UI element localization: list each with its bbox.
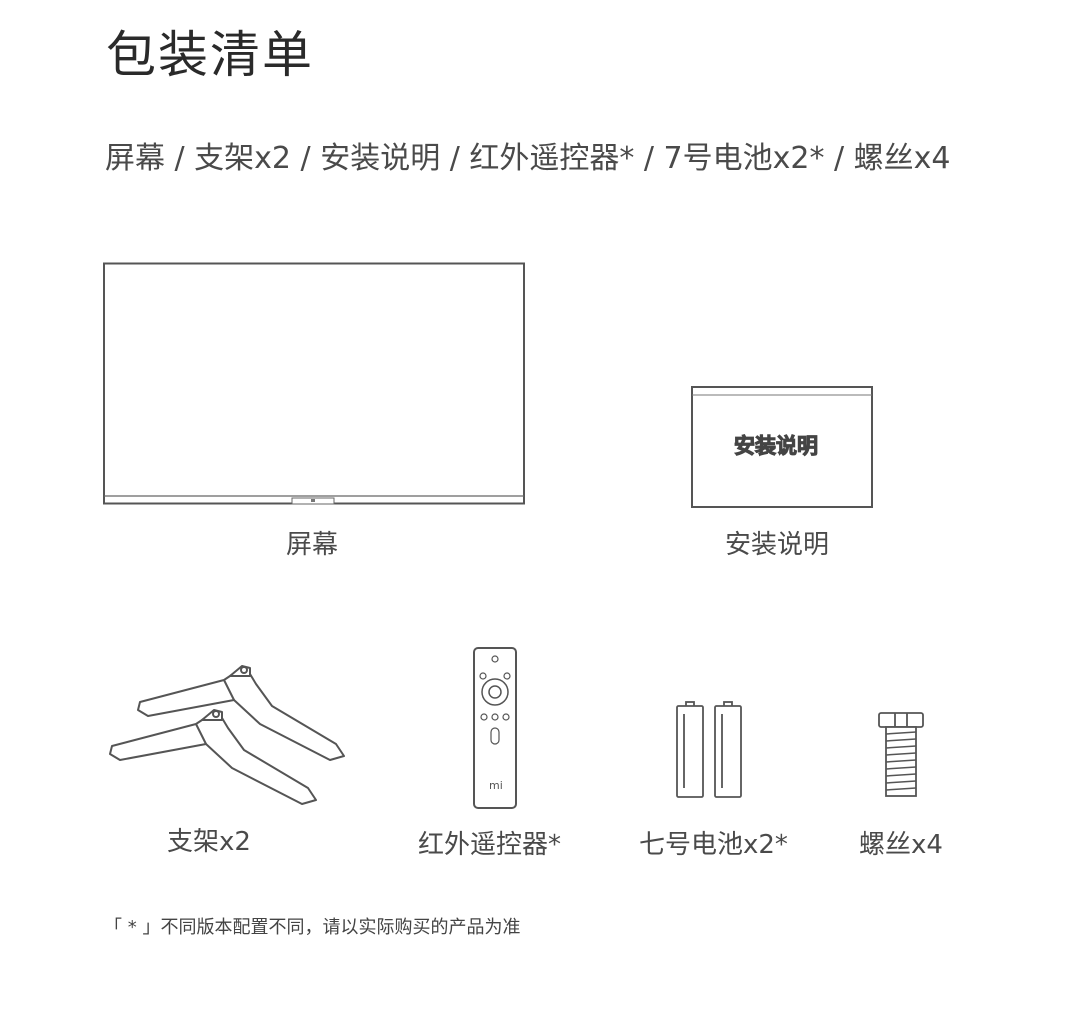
package-summary: 屏幕 / 支架x2 / 安装说明 / 红外遥控器* / 7号电池x2* / 螺丝… xyxy=(105,141,951,176)
remote-label: 红外遥控器* xyxy=(418,830,562,860)
tv-screen-icon xyxy=(103,262,525,505)
remote-logo: mi xyxy=(489,779,503,792)
manual-label: 安装说明 xyxy=(725,530,830,560)
remote-control-icon xyxy=(473,647,517,809)
manual-cover-text: 安装说明 xyxy=(734,434,819,458)
stand-legs-icon xyxy=(109,665,345,805)
screen-label: 屏幕 xyxy=(286,530,339,560)
screw-icon xyxy=(878,712,924,797)
footnote: 「 * 」不同版本配置不同，请以实际购买的产品为准 xyxy=(104,917,521,938)
manual-booklet-icon xyxy=(691,386,873,508)
battery-icon xyxy=(676,701,742,798)
screw-label: 螺丝x4 xyxy=(859,830,943,860)
stand-label: 支架x2 xyxy=(167,827,251,857)
battery-label: 七号电池x2* xyxy=(639,830,788,860)
page-title: 包装清单 xyxy=(106,26,314,84)
